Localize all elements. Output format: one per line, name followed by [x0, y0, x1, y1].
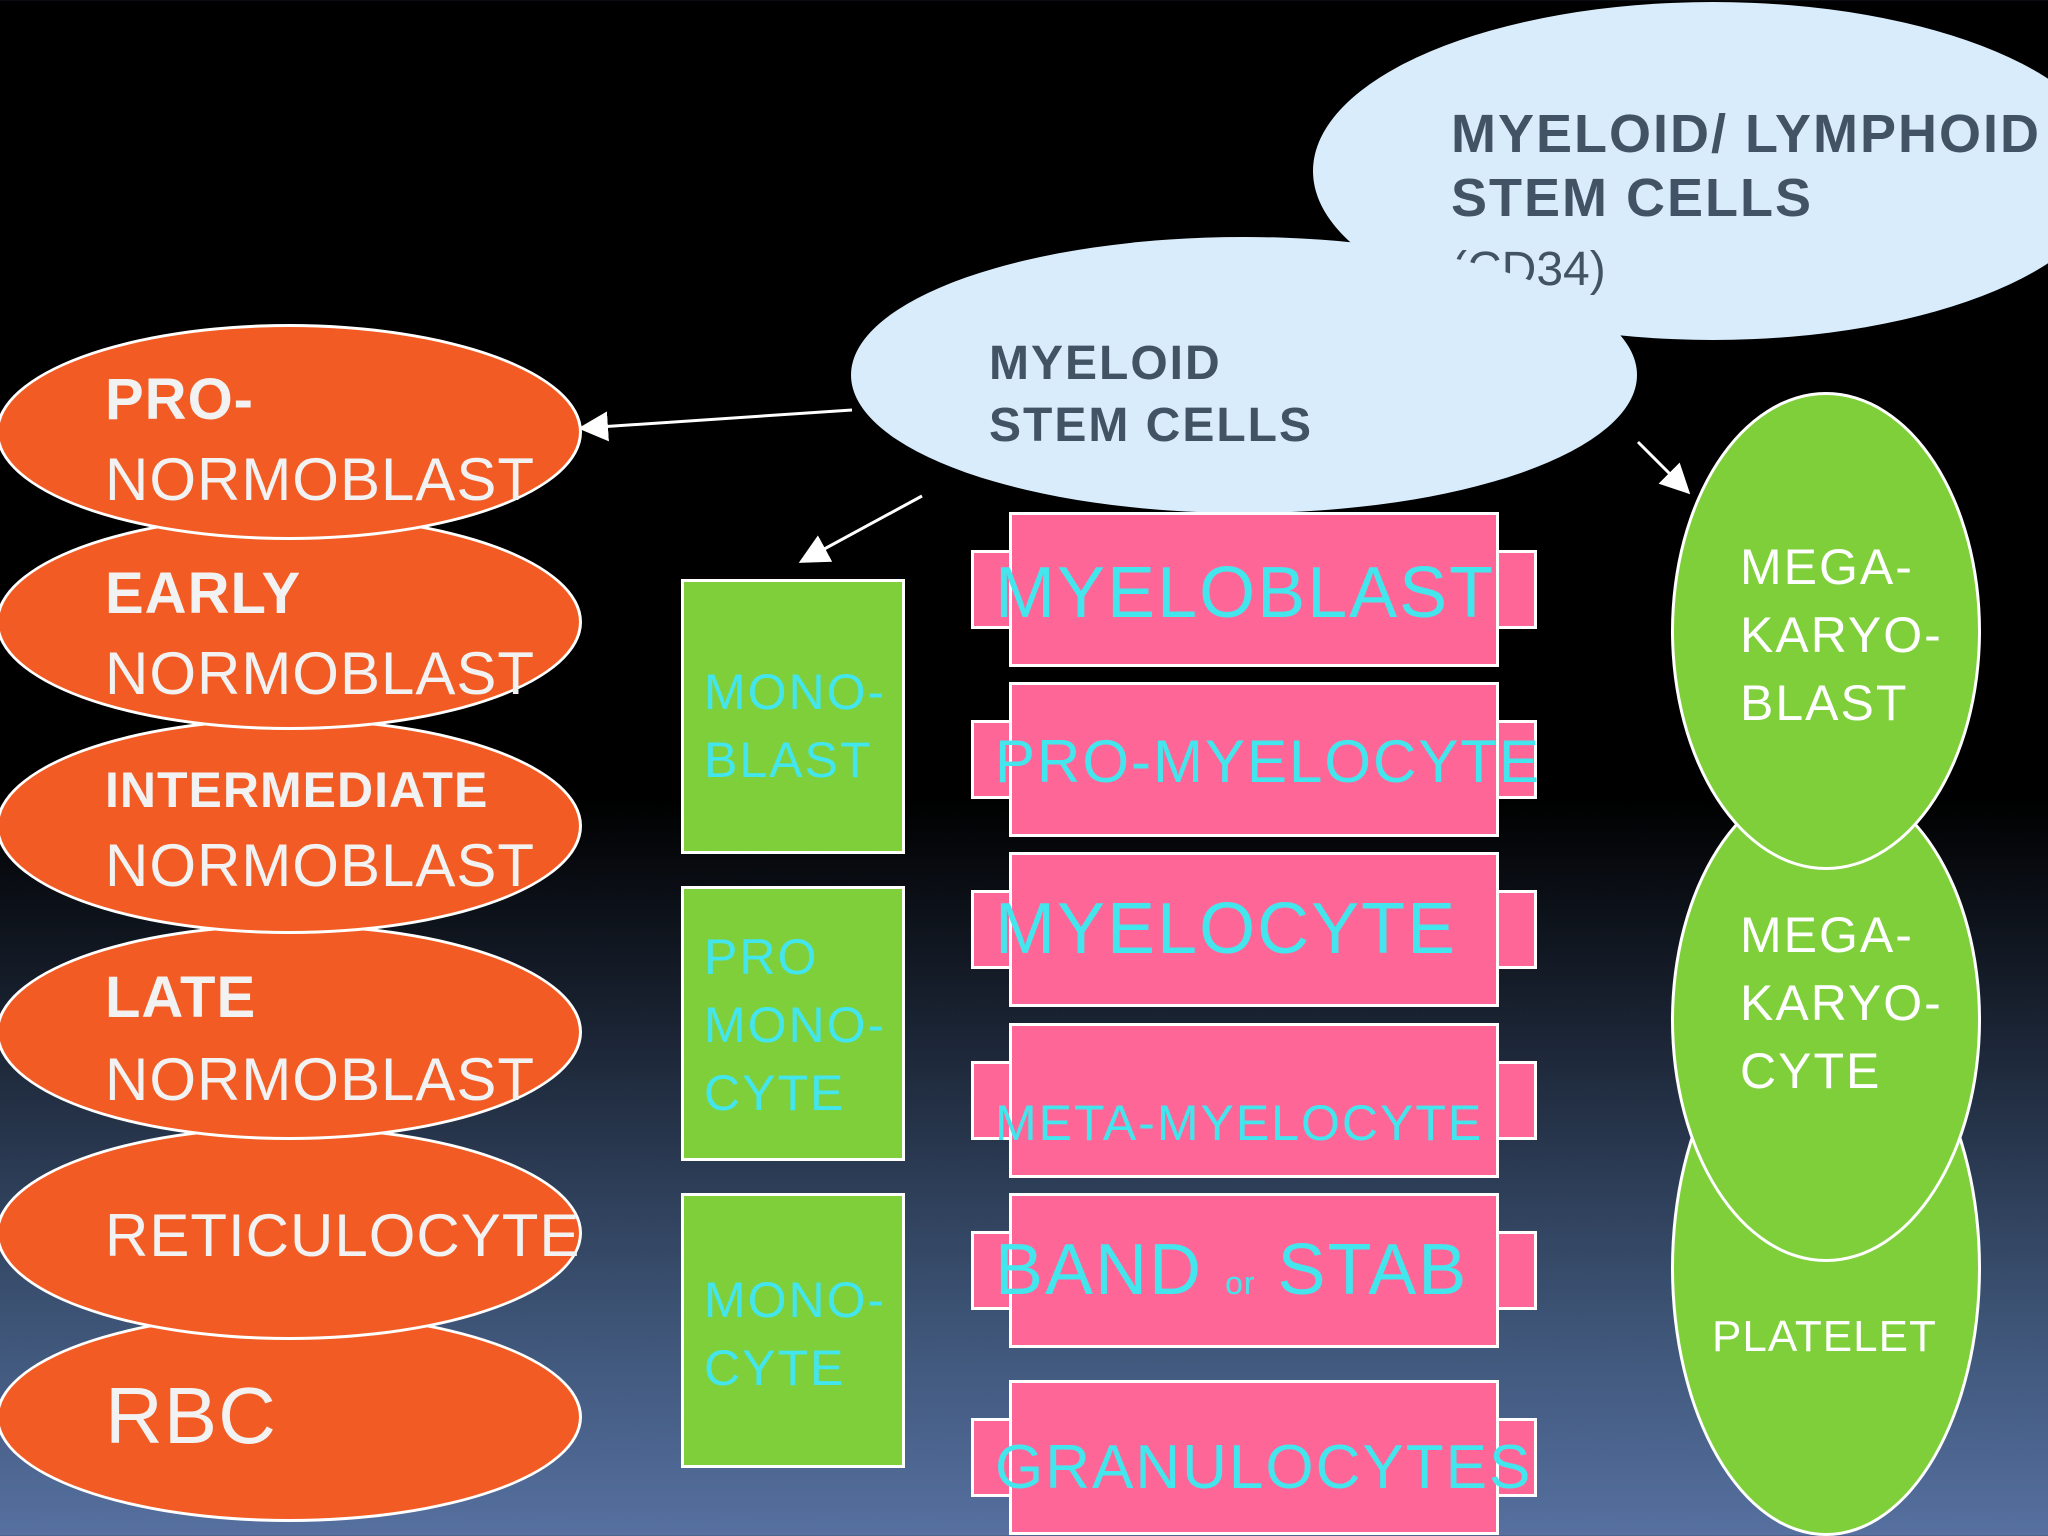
arrow-to-erythroid	[578, 408, 853, 442]
reticulocyte-label: RETICULOCYTE	[105, 1202, 581, 1269]
erythroid-late-normoblast-node: LATE NORMOBLAST	[0, 924, 582, 1140]
intermediate-normoblast-label: NORMOBLAST	[105, 832, 536, 899]
pro-normoblast-label: NORMOBLAST	[105, 446, 536, 513]
erythroid-reticulocyte-node: RETICULOCYTE	[0, 1126, 582, 1340]
metamyelocyte-node: META-MYELOCYTE	[971, 1023, 1537, 1178]
promyelocyte-node: PRO-MYELOCYTE	[971, 682, 1539, 837]
granulocytes-label: GRANULOCYTES	[995, 1433, 1533, 1502]
intermediate-label: INTERMEDIATE	[105, 762, 489, 818]
myeloid-lymphoid-stem-cells-label: MYELOID/ LYMPHOID STEM CELLS	[1451, 104, 2042, 228]
early-label: EARLY	[105, 561, 302, 626]
promyelocyte-label: PRO-MYELOCYTE	[995, 728, 1542, 795]
myeloblast-label: MYELOBLAST	[995, 553, 1496, 633]
monocyte-node: MONO- CYTE	[681, 1193, 905, 1468]
arrow-to-megakaryocytic	[1636, 440, 1691, 495]
erythroid-rbc-node: RBC	[0, 1312, 582, 1522]
megakaryoblast-node: MEGA- KARYO- BLAST	[1671, 392, 1981, 870]
metamyelocyte-label: META-MYELOCYTE	[995, 1095, 1484, 1151]
promonocyte-label: PRO MONO- CYTE	[704, 929, 887, 1121]
rbc-label: RBC	[105, 1371, 277, 1460]
monoblast-label: MONO- BLAST	[704, 664, 887, 788]
band-stab-label: BAND or STAB	[995, 1231, 1468, 1322]
megakaryocyte-label: MEGA- KARYO- CYTE	[1740, 907, 1943, 1099]
myeloid-stem-cells-node: MYELOID STEM CELLS	[851, 237, 1637, 513]
late-normoblast-label: NORMOBLAST	[105, 1046, 536, 1113]
megakaryocyte-node: MEGA- KARYO- CYTE	[1671, 778, 1981, 1262]
megakaryoblast-label: MEGA- KARYO- BLAST	[1740, 539, 1943, 731]
myelocyte-label: MYELOCYTE	[995, 889, 1458, 969]
monocyte-label: MONO- CYTE	[704, 1272, 887, 1396]
platelet-label: PLATELET	[1712, 1312, 1937, 1361]
myeloblast-node: MYELOBLAST	[971, 512, 1537, 667]
erythroid-pro-normoblast-node: PRO- NORMOBLAST	[0, 324, 582, 540]
myelocyte-node: MYELOCYTE	[971, 852, 1537, 1007]
granulocytes-node: GRANULOCYTES	[971, 1380, 1537, 1535]
or-text: or	[1225, 1265, 1256, 1301]
band-text: BAND	[995, 1230, 1204, 1310]
monoblast-node: MONO- BLAST	[681, 579, 905, 854]
arrow-to-monocytic	[798, 494, 923, 563]
erythroid-intermediate-normoblast-node: INTERMEDIATE NORMOBLAST	[0, 718, 582, 934]
early-normoblast-label: NORMOBLAST	[105, 640, 536, 707]
erythroid-early-normoblast-node: EARLY NORMOBLAST	[0, 514, 582, 730]
myeloid-stem-cells-label: MYELOID STEM CELLS	[989, 337, 1314, 452]
late-label: LATE	[105, 965, 257, 1030]
band-stab-node: BAND or STAB	[971, 1193, 1537, 1348]
stab-text: STAB	[1277, 1230, 1469, 1310]
pro-label: PRO-	[105, 367, 254, 432]
promonocyte-node: PRO MONO- CYTE	[681, 886, 905, 1161]
